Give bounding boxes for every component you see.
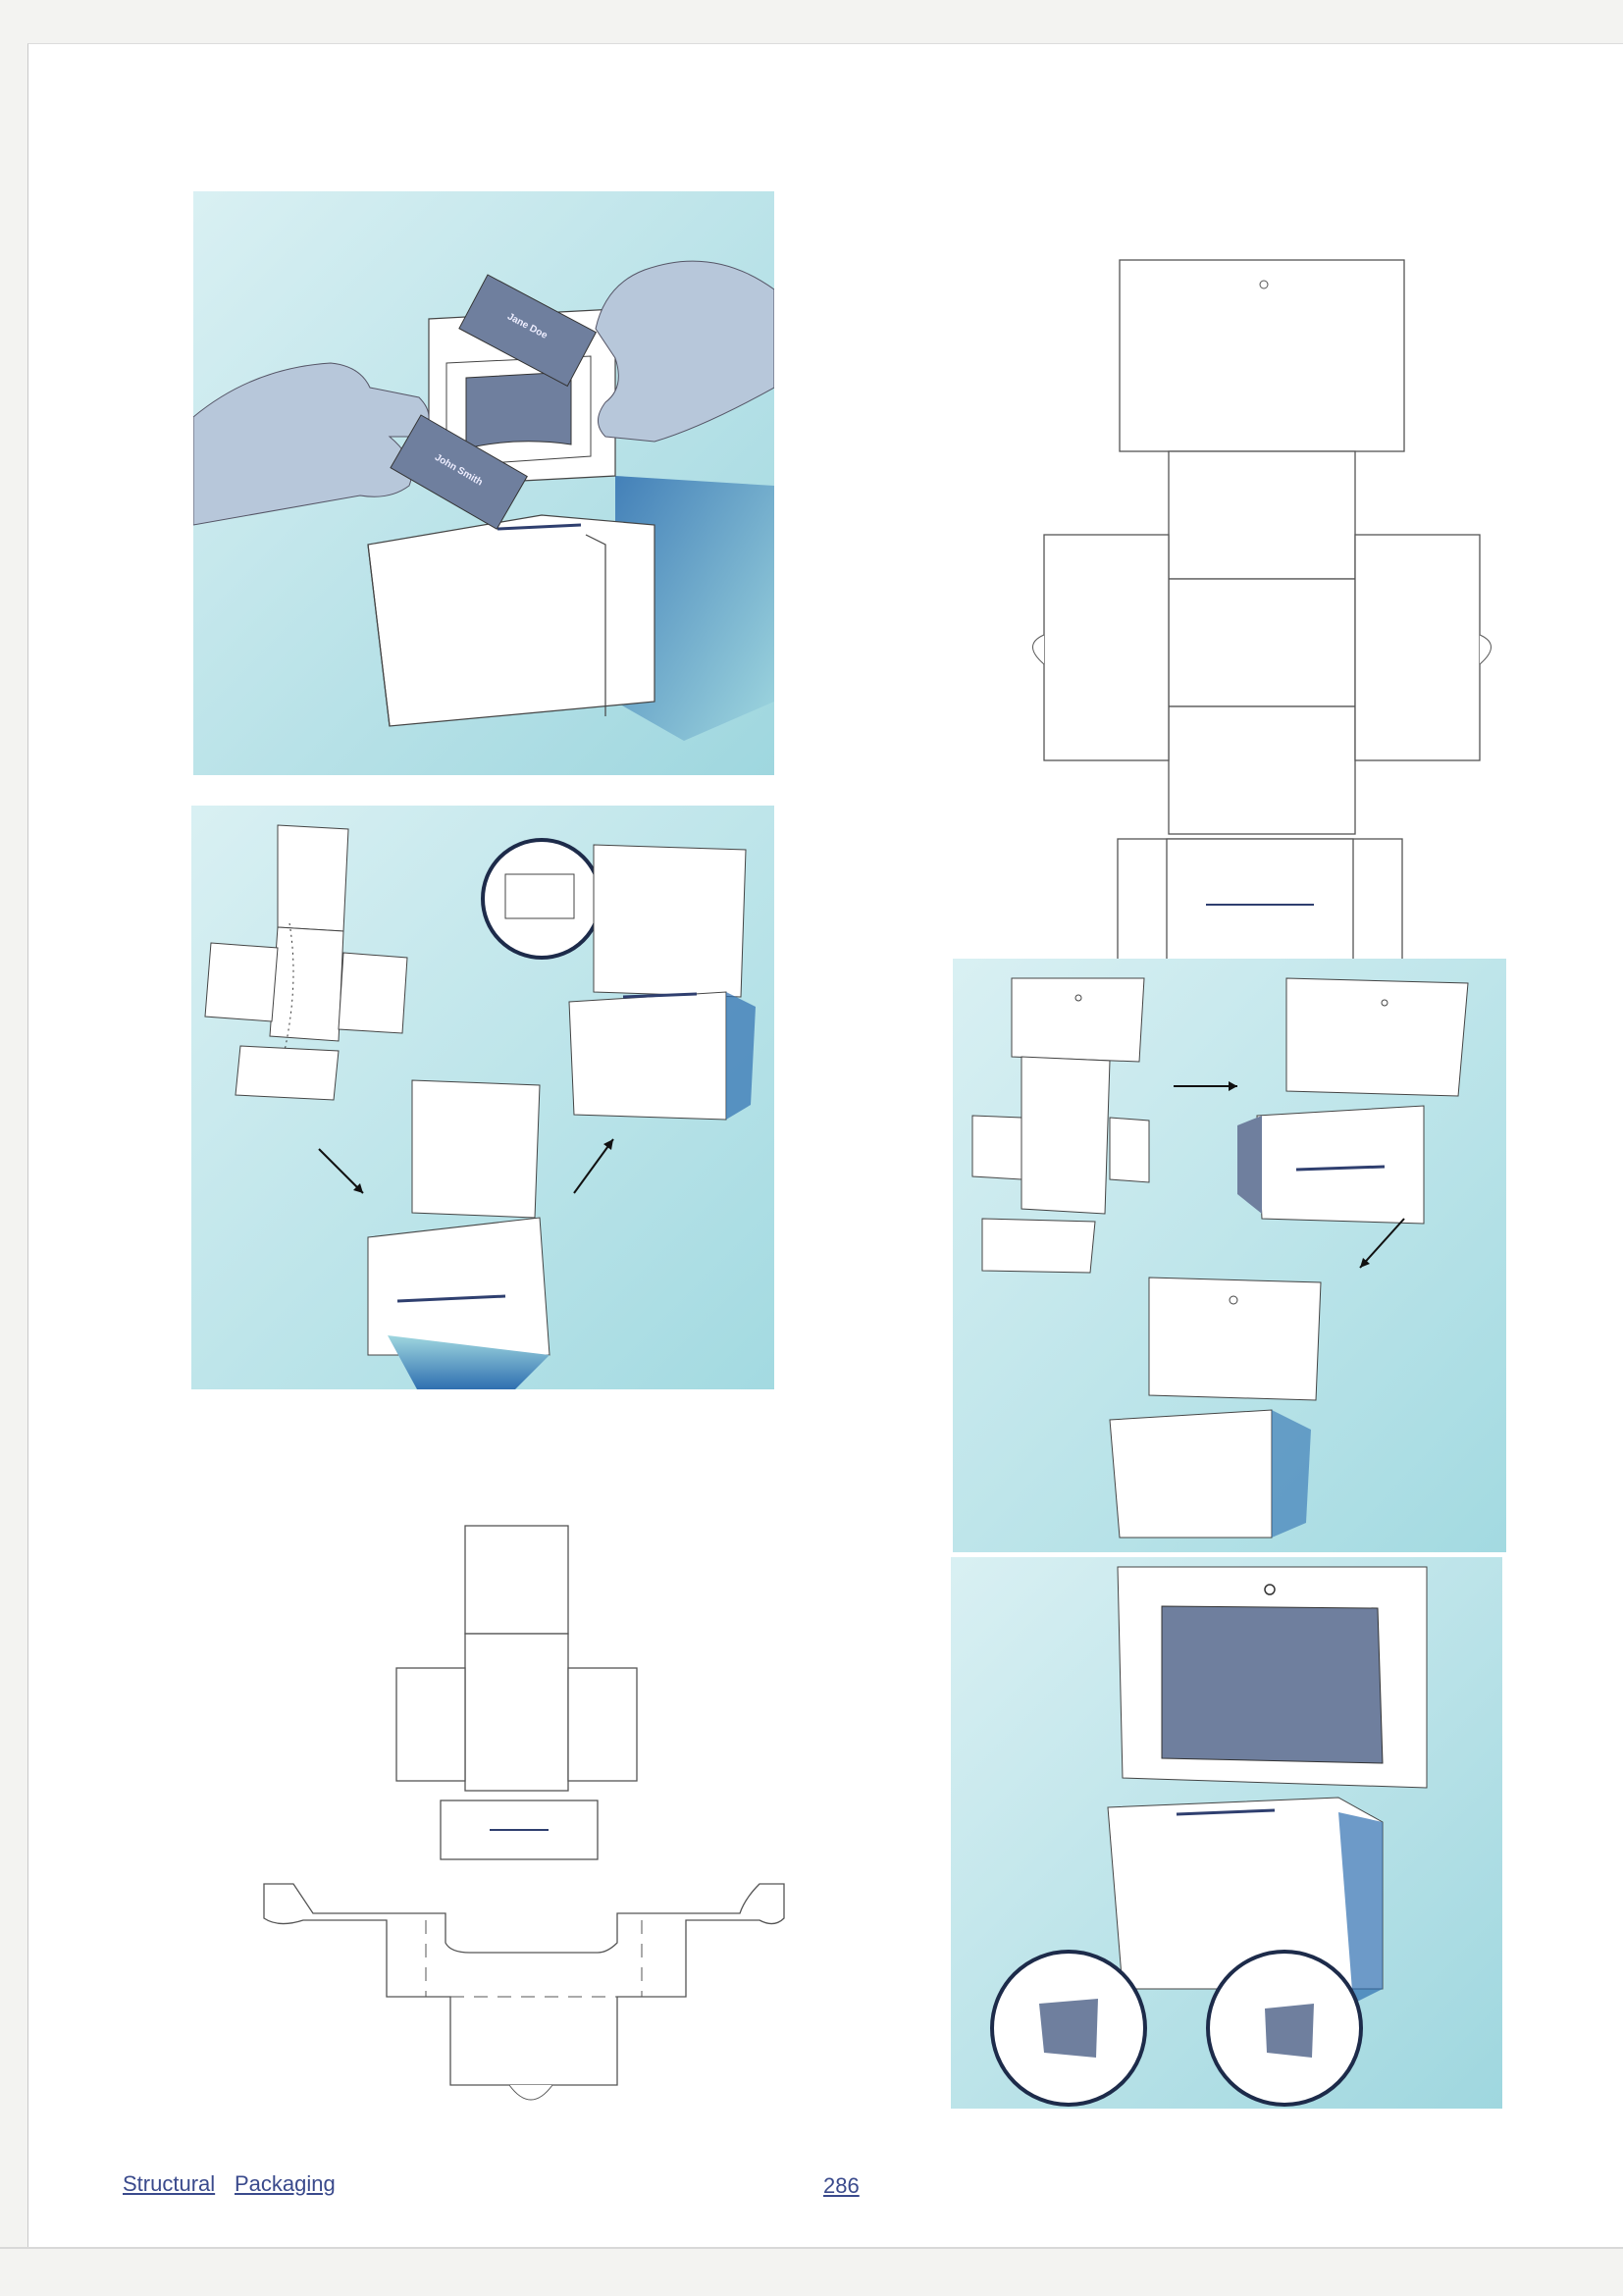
footer-section-word1: Structural — [123, 2171, 216, 2196]
illustration-assembly-steps-right — [953, 959, 1506, 1552]
dieline-net-top-right — [1010, 250, 1520, 996]
illustration-card-drop: Jane Doe John Smith — [193, 191, 774, 775]
footer-section-word2: Packaging — [235, 2171, 336, 2196]
page-number: 286 — [823, 2173, 860, 2198]
illustration-finished-box — [951, 1557, 1502, 2109]
dieline-net-bottom-left — [225, 1516, 794, 2105]
document-page: Jane Doe John Smith — [27, 43, 1623, 2248]
illustration-assembly-steps-left — [191, 806, 774, 1389]
scan-edge-divider — [0, 2247, 1623, 2249]
